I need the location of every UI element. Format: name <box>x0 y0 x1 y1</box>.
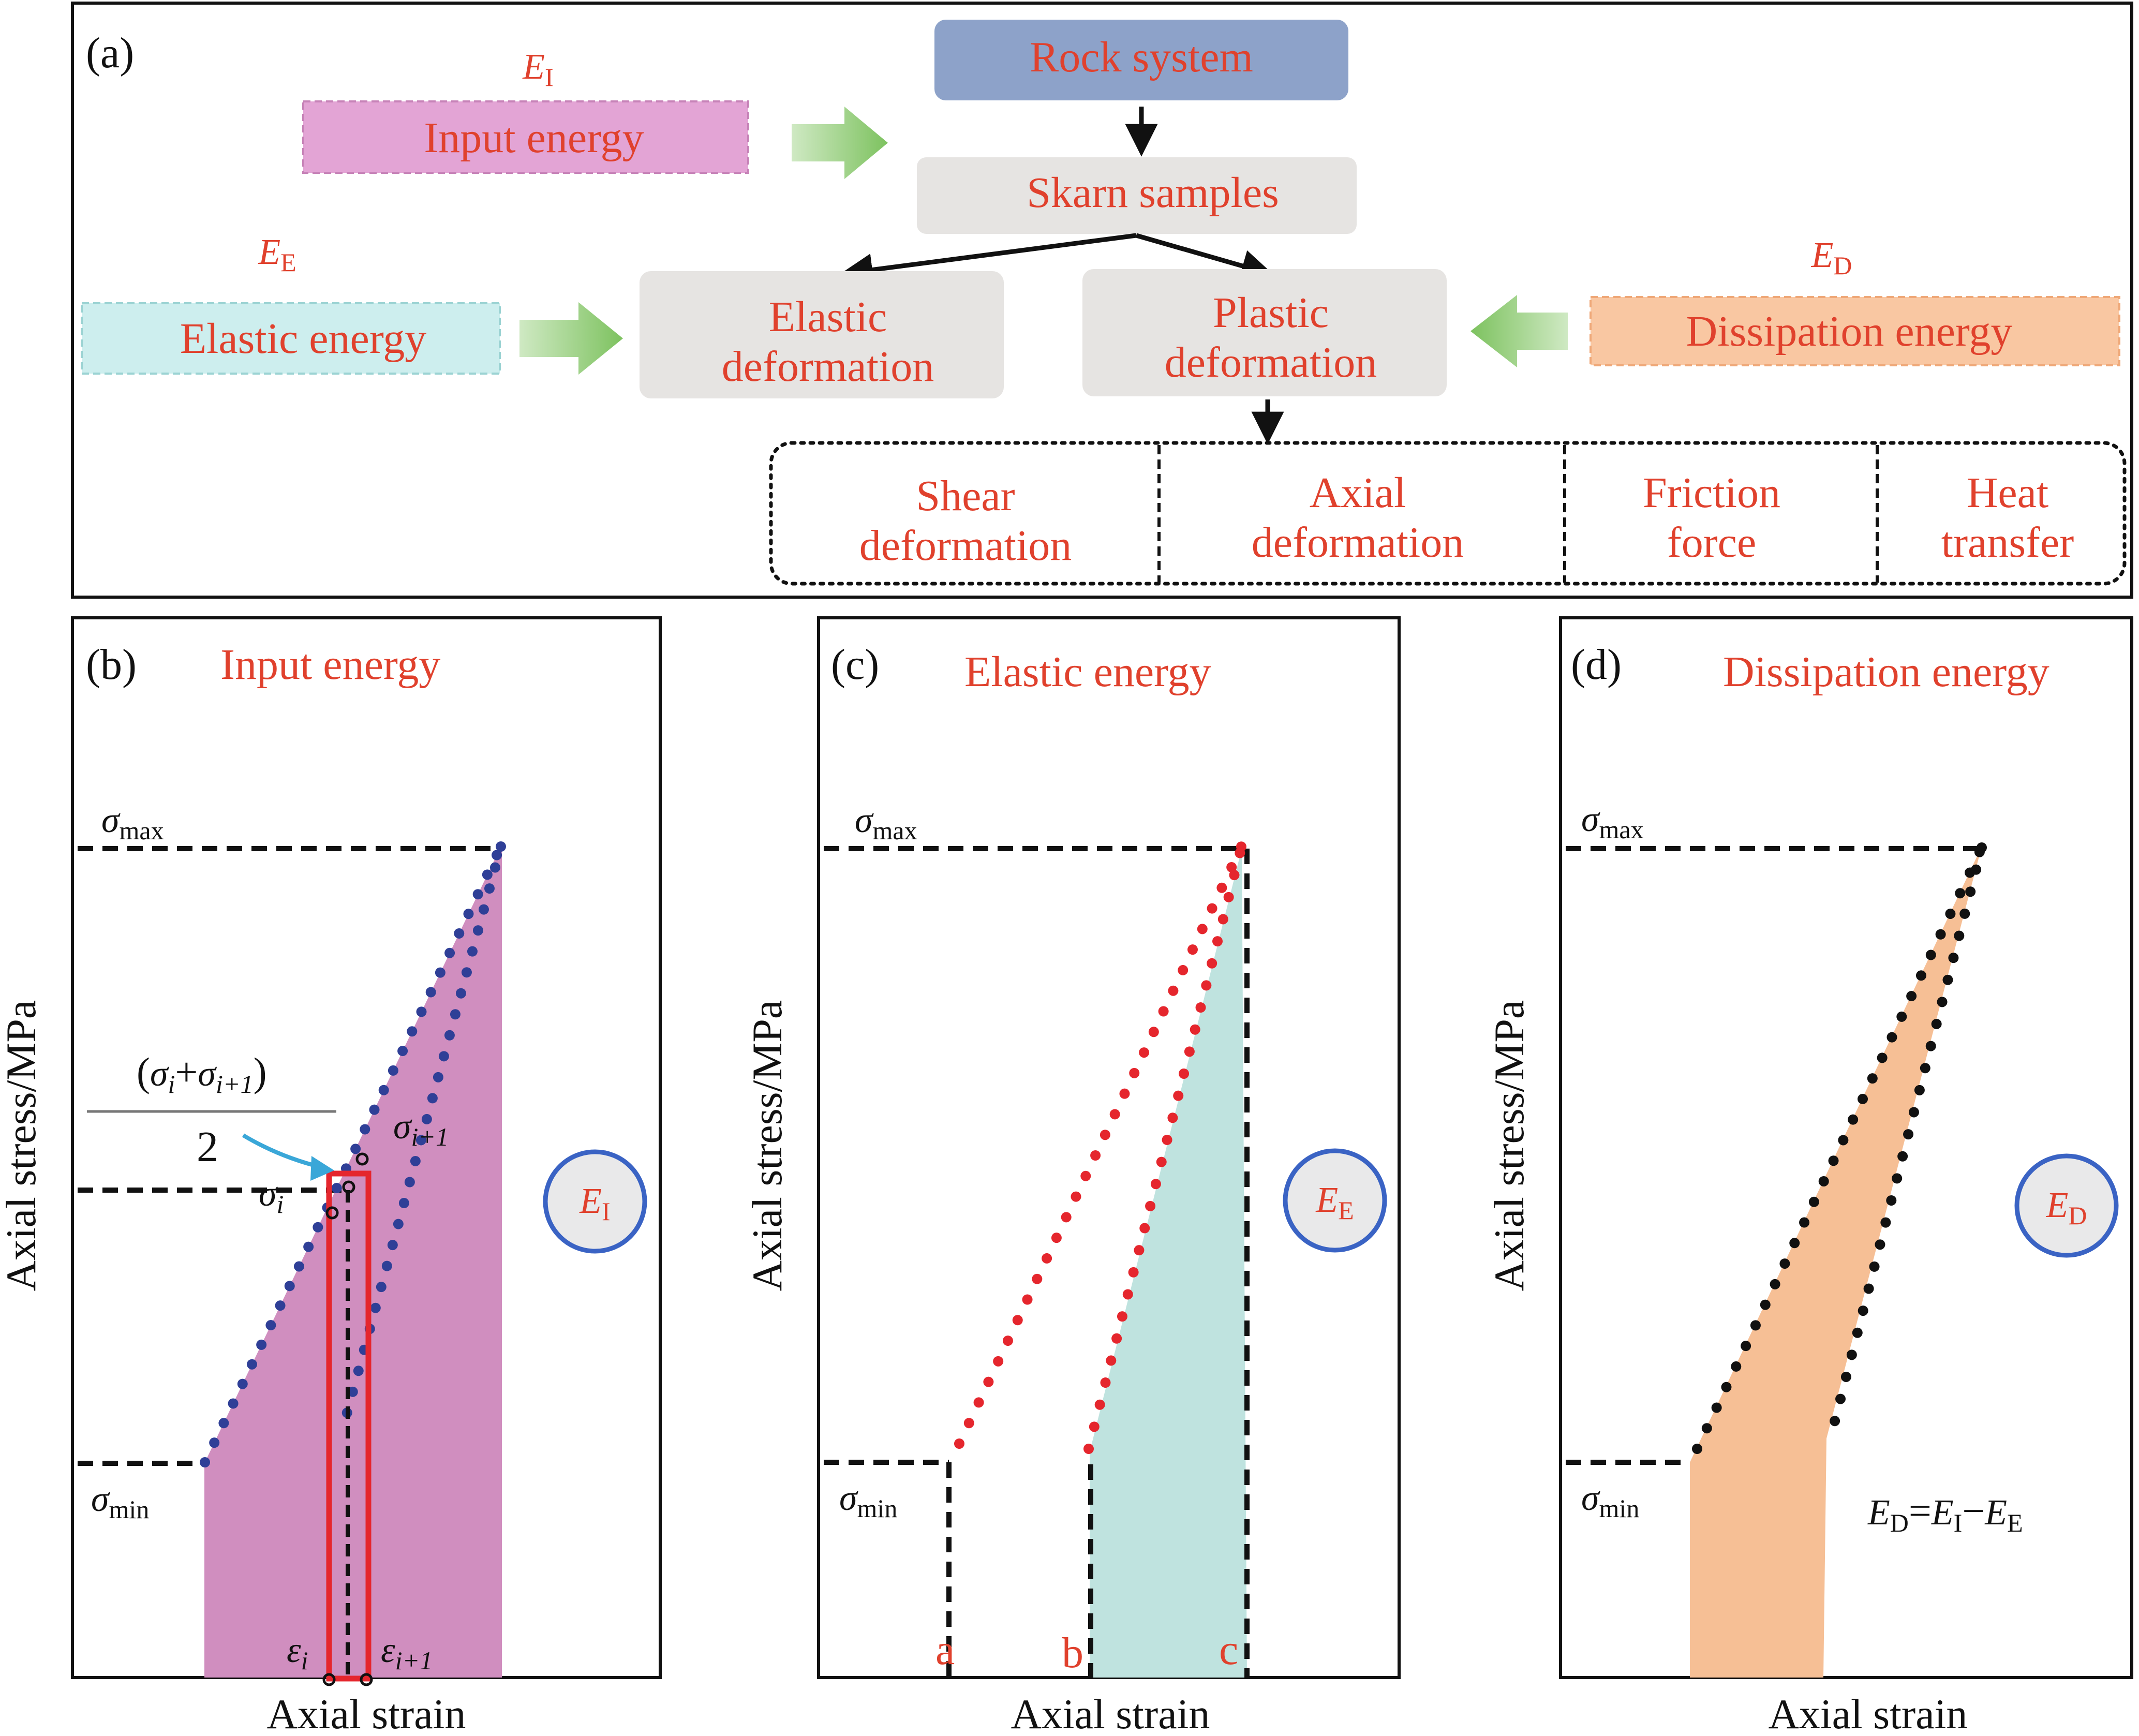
rock-system-box <box>934 20 1348 100</box>
skarn-samples-box <box>917 157 1357 234</box>
elastic-deformation-box <box>640 271 1004 398</box>
c-y-axis-label: Axial stress/MPa <box>744 1000 791 1292</box>
d-loading-curve <box>1692 842 1987 1454</box>
elastic-energy-box <box>81 302 501 375</box>
panel-a: (a) Rock system Skarn samples Elastic de… <box>71 2 2133 599</box>
panel-c: (c) Elastic energy σmax σmin a b c EE Ax… <box>744 616 1401 1736</box>
elastic-deformation-line2: deformation <box>722 343 934 391</box>
panel-b-title: Input energy <box>220 641 440 689</box>
loading-curve <box>200 841 506 1467</box>
elastic-energy-label: Elastic energy <box>180 315 427 363</box>
elastic-energy-area <box>1090 849 1247 1678</box>
dissipation-energy-label: Dissipation energy <box>1686 307 2013 355</box>
d-unloading-curve <box>1826 842 1987 1438</box>
plastic-deformation-line2: deformation <box>1165 338 1377 387</box>
avg-arrow <box>242 1133 322 1169</box>
b-sigma-i1: σi+1 <box>393 1107 449 1151</box>
d-sigma-max: σmax <box>1581 799 1644 844</box>
mechanism-friction-line1: Friction <box>1643 469 1780 517</box>
panel-c-label: (c) <box>831 641 879 689</box>
dissipation-energy-area <box>1690 847 1982 1678</box>
b-sigma-i: σi <box>259 1174 284 1219</box>
panel-d-title: Dissipation energy <box>1723 648 2049 696</box>
panel-d-label: (d) <box>1571 641 1622 689</box>
area-element-rect <box>326 1170 372 1682</box>
sigma-i-point <box>325 1206 339 1220</box>
panel-d: (d) Dissipation energy σmax σmin ED ED=E… <box>1486 616 2133 1736</box>
green-arrow-elastic <box>519 302 623 375</box>
unloading-curve <box>336 841 506 1438</box>
c-point-c: c <box>1219 1626 1238 1674</box>
plastic-deformation-box <box>1082 269 1447 396</box>
c-sigma-max: σmax <box>855 800 917 845</box>
b-avg-denominator: 2 <box>197 1123 218 1171</box>
panel-b: (b) Input energy σmax σmin σi σi+1 εi εi… <box>0 616 662 1736</box>
eps-i1-point <box>360 1673 373 1686</box>
b-energy-circle <box>543 1149 647 1254</box>
c-energy-circle <box>1283 1148 1387 1253</box>
arrow-skarn-to-elastic <box>840 233 1137 286</box>
mechanism-heat-line2: transfer <box>1941 518 2074 567</box>
c-point-a: a <box>935 1626 955 1674</box>
elastic-energy-symbol: EE <box>258 232 296 277</box>
green-arrow-input <box>792 107 888 179</box>
input-energy-label: Input energy <box>424 114 644 162</box>
mechanism-shear-line2: deformation <box>859 522 1072 570</box>
mechanism-axial-line1: Axial <box>1310 469 1406 517</box>
arrow-skarn-to-plastic <box>1135 233 1274 282</box>
b-energy-circle-label: EI <box>579 1181 610 1226</box>
c-energy-circle-label: EE <box>1315 1180 1354 1225</box>
b-x-axis-label: Axial strain <box>267 1690 466 1736</box>
c-unloading-curve <box>1083 840 1247 1454</box>
c-loading-curve <box>954 840 1247 1449</box>
b-sigma-min: σmin <box>91 1479 149 1524</box>
panel-a-label: (a) <box>86 29 134 77</box>
green-arrow-dissipation <box>1470 295 1568 367</box>
input-energy-box <box>302 100 749 174</box>
b-y-axis-label: Axial stress/MPa <box>0 1000 44 1292</box>
avg-arrow-head <box>310 1156 334 1181</box>
d-equation: ED=EI−EE <box>1867 1488 2023 1537</box>
mechanisms-box <box>769 441 2127 586</box>
d-sigma-min: σmin <box>1581 1478 1639 1523</box>
panel-a-frame <box>71 2 2133 599</box>
c-x-axis-label: Axial strain <box>1011 1690 1210 1736</box>
mechanism-shear-line1: Shear <box>916 472 1015 520</box>
sigma-mid-point <box>342 1180 355 1194</box>
elastic-deformation-line1: Elastic <box>769 293 887 341</box>
mechanism-axial-line2: deformation <box>1252 518 1464 567</box>
d-y-axis-label: Axial stress/MPa <box>1486 1000 1533 1292</box>
b-sigma-max: σmax <box>101 800 164 845</box>
plastic-deformation-line1: Plastic <box>1213 289 1329 337</box>
mechanism-friction-line2: force <box>1667 518 1757 567</box>
d-energy-circle-label: ED <box>2046 1185 2087 1230</box>
skarn-samples-label: Skarn samples <box>1027 169 1279 217</box>
b-eps-i: εi <box>287 1630 308 1675</box>
dissipation-energy-symbol: ED <box>1811 235 1852 280</box>
sigma-i1-point <box>355 1152 369 1166</box>
d-x-axis-label: Axial strain <box>1769 1690 1968 1736</box>
mechanism-heat-line1: Heat <box>1967 469 2049 517</box>
eps-i-point <box>322 1673 336 1686</box>
dissipation-energy-box <box>1590 296 2120 366</box>
b-eps-i1: εi+1 <box>381 1630 433 1675</box>
input-energy-symbol: EI <box>522 47 553 92</box>
panel-d-frame <box>1559 616 2133 1679</box>
b-avg-numerator: (σi+σi+1) <box>137 1049 267 1099</box>
d-energy-circle <box>2014 1153 2119 1258</box>
rock-system-label: Rock system <box>1030 33 1253 81</box>
c-sigma-min: σmin <box>839 1478 897 1523</box>
panel-b-label: (b) <box>86 641 137 689</box>
input-energy-area <box>204 844 502 1678</box>
c-point-b: b <box>1062 1629 1083 1677</box>
panel-c-title: Elastic energy <box>964 648 1211 696</box>
